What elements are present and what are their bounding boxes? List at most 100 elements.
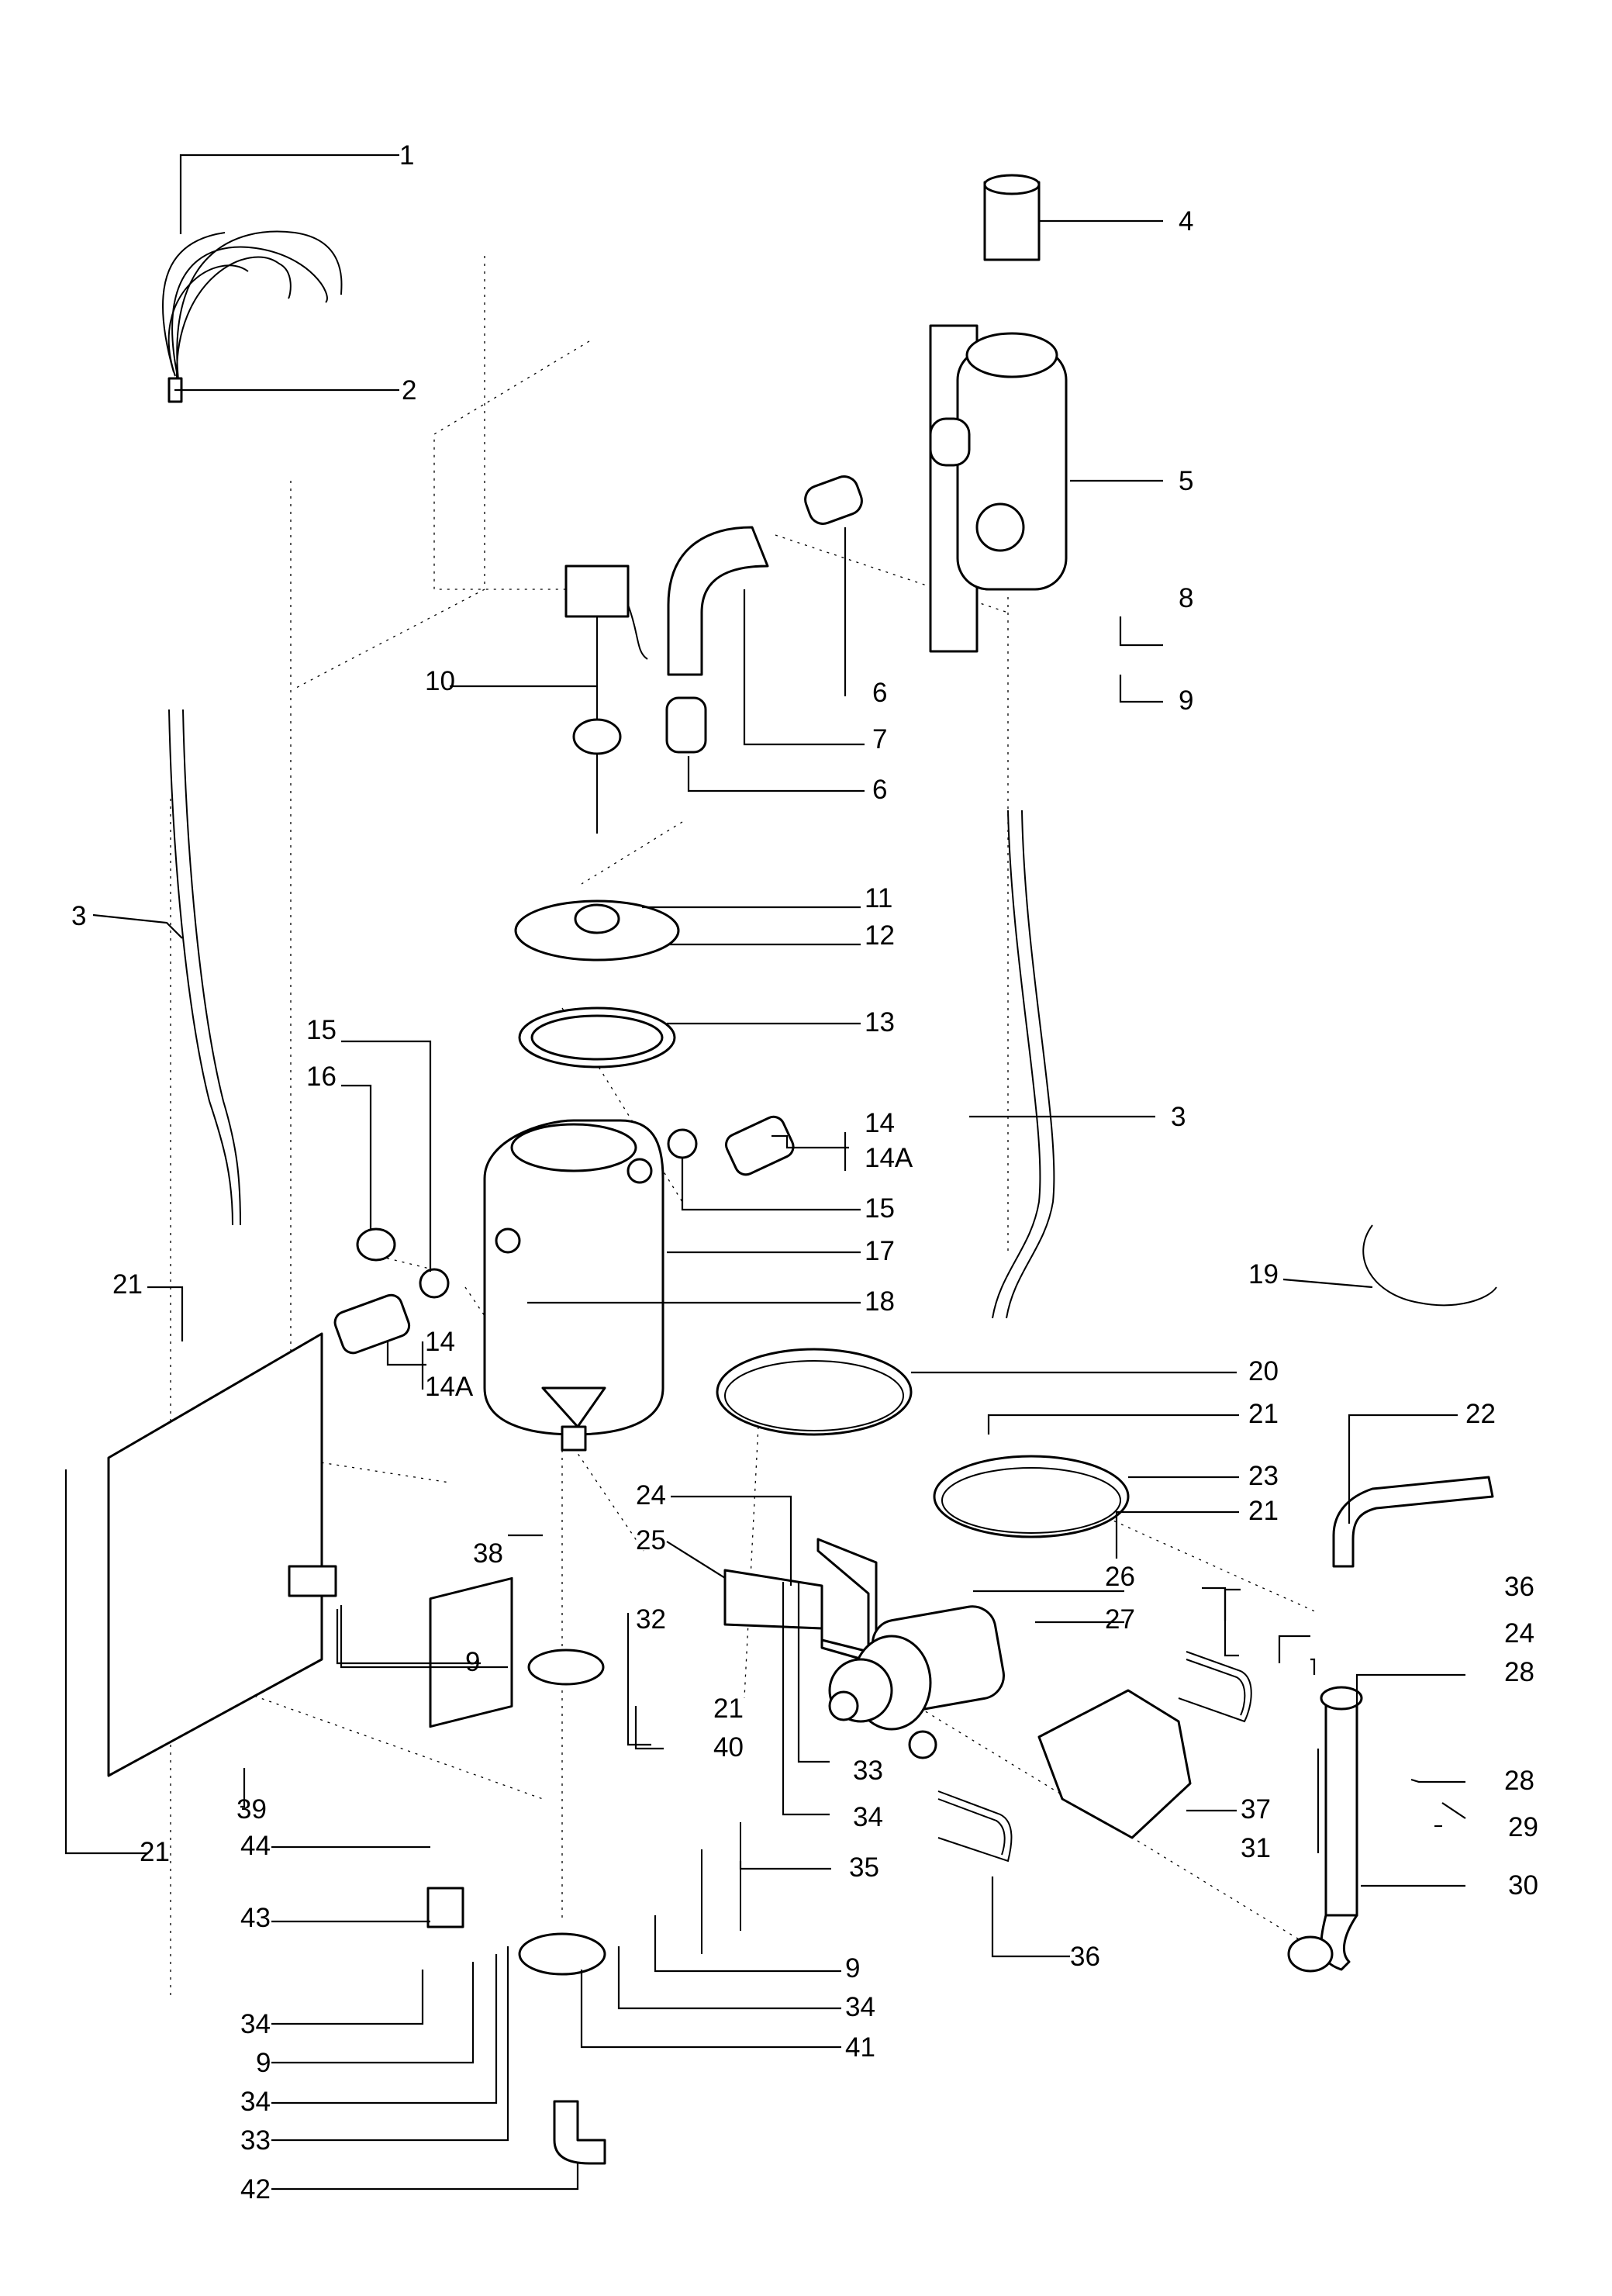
bent-pipe: [667, 526, 769, 676]
label-16: 16: [306, 1062, 337, 1092]
label-9-panel: 9: [465, 1647, 480, 1677]
label-21-panel: 21: [112, 1269, 143, 1300]
label-13: 13: [865, 1007, 895, 1038]
label-23: 23: [1248, 1461, 1279, 1491]
label-22: 22: [1465, 1399, 1496, 1429]
retaining-strap: [933, 1455, 1130, 1538]
label-36-lower: 36: [1070, 1942, 1100, 1972]
label-28-upper: 28: [1504, 1657, 1534, 1687]
label-21-left: 21: [140, 1837, 170, 1867]
hose-right: [992, 810, 1055, 1319]
label-36-upper: 36: [1504, 1572, 1534, 1602]
seal-ring-upper: [527, 1649, 605, 1686]
part-labels: 1 2 3 3 4 5 6 7 6 8 9 10 11 12 13 14 14A…: [71, 140, 1538, 2205]
label-42: 42: [240, 2174, 271, 2205]
label-37: 37: [1241, 1794, 1271, 1825]
label-21-strap-upper: 21: [1248, 1399, 1279, 1429]
label-9-lower: 9: [845, 1953, 860, 1984]
label-21-strap-lower: 21: [1248, 1496, 1279, 1526]
label-29: 29: [1508, 1812, 1538, 1842]
o-ring-inner: [530, 1014, 664, 1061]
pump-motor: [828, 1605, 1005, 1759]
label-25: 25: [636, 1525, 666, 1555]
connector-sleeve-upper: [804, 475, 863, 525]
label-34-motor: 34: [853, 1802, 883, 1832]
label-34-lower: 34: [845, 1992, 875, 2022]
label-14-left: 14: [425, 1327, 455, 1357]
label-6-upper: 6: [872, 678, 887, 708]
heating-element-lower: [937, 1790, 1013, 1863]
washer-left: [419, 1268, 450, 1299]
heating-element-upper: [1178, 1651, 1252, 1723]
hose-fitting-right: [725, 1115, 795, 1176]
wire-clip: [1362, 1224, 1497, 1307]
label-6-lower: 6: [872, 775, 887, 805]
label-34-left-b: 34: [240, 2087, 271, 2117]
label-21-motor: 21: [713, 1694, 744, 1724]
tank-band: [716, 1348, 913, 1436]
lid-boss: [574, 903, 620, 934]
relay-switch: [288, 1565, 337, 1597]
label-8: 8: [1179, 583, 1193, 613]
label-35: 35: [849, 1852, 879, 1883]
retaining-strap-inner: [941, 1467, 1121, 1534]
label-40: 40: [713, 1732, 744, 1763]
leader-lines: [64, 154, 1466, 2191]
label-5: 5: [1179, 466, 1193, 496]
label-39: 39: [236, 1794, 267, 1825]
label-12: 12: [865, 920, 895, 951]
label-14A-right: 14A: [865, 1143, 913, 1173]
label-19: 19: [1248, 1259, 1279, 1290]
drain-pipe: [1332, 1476, 1494, 1568]
label-9-left: 9: [256, 2048, 271, 2078]
motor-cover: [1037, 1689, 1192, 1839]
motor-bracket: [723, 1538, 878, 1665]
label-9-upper: 9: [1179, 685, 1193, 716]
level-switch: [564, 565, 648, 834]
label-30: 30: [1508, 1870, 1538, 1901]
label-14-right: 14: [865, 1108, 895, 1138]
label-41: 41: [845, 2032, 875, 2063]
label-38: 38: [473, 1538, 503, 1569]
overflow-pipe: [1287, 1686, 1363, 1973]
label-20: 20: [1248, 1356, 1279, 1386]
label-11: 11: [865, 883, 892, 913]
label-14A-left: 14A: [425, 1372, 474, 1402]
plug: [356, 1227, 396, 1262]
label-31: 31: [1241, 1833, 1271, 1863]
label-18: 18: [865, 1286, 895, 1317]
wiring-harness: [162, 230, 343, 403]
connector-sleeve-lower: [665, 696, 707, 754]
mounting-panel: [107, 1332, 323, 1777]
label-33-left: 33: [240, 2125, 271, 2156]
label-43: 43: [240, 1903, 271, 1933]
label-26: 26: [1105, 1562, 1135, 1592]
label-4: 4: [1179, 206, 1193, 237]
label-27: 27: [1105, 1604, 1135, 1635]
label-7: 7: [872, 724, 887, 754]
label-32: 32: [636, 1604, 666, 1635]
label-15-right: 15: [865, 1193, 895, 1224]
label-2: 2: [402, 375, 416, 406]
label-15-left: 15: [306, 1015, 337, 1045]
label-24-bracket: 24: [636, 1480, 666, 1511]
label-17: 17: [865, 1236, 895, 1266]
upper-tank-assembly: [929, 174, 1068, 653]
tank-band-inner: [724, 1360, 904, 1431]
label-3-right: 3: [1171, 1102, 1186, 1132]
main-tank: [483, 1119, 664, 1452]
label-34-left-a: 34: [240, 2009, 271, 2039]
label-10: 10: [425, 666, 455, 696]
seal-ring-lower: [518, 1932, 606, 1976]
hose-fitting-left: [333, 1293, 411, 1355]
label-1: 1: [399, 140, 414, 171]
label-24-pipe: 24: [1504, 1618, 1534, 1649]
elbow-fitting: [553, 2100, 606, 2165]
label-28-lower: 28: [1504, 1766, 1534, 1796]
label-3-left: 3: [71, 901, 86, 931]
hose-left: [168, 709, 241, 1226]
washer-right: [667, 1128, 698, 1159]
switch-clip: [426, 1887, 464, 1928]
label-44: 44: [240, 1831, 271, 1861]
